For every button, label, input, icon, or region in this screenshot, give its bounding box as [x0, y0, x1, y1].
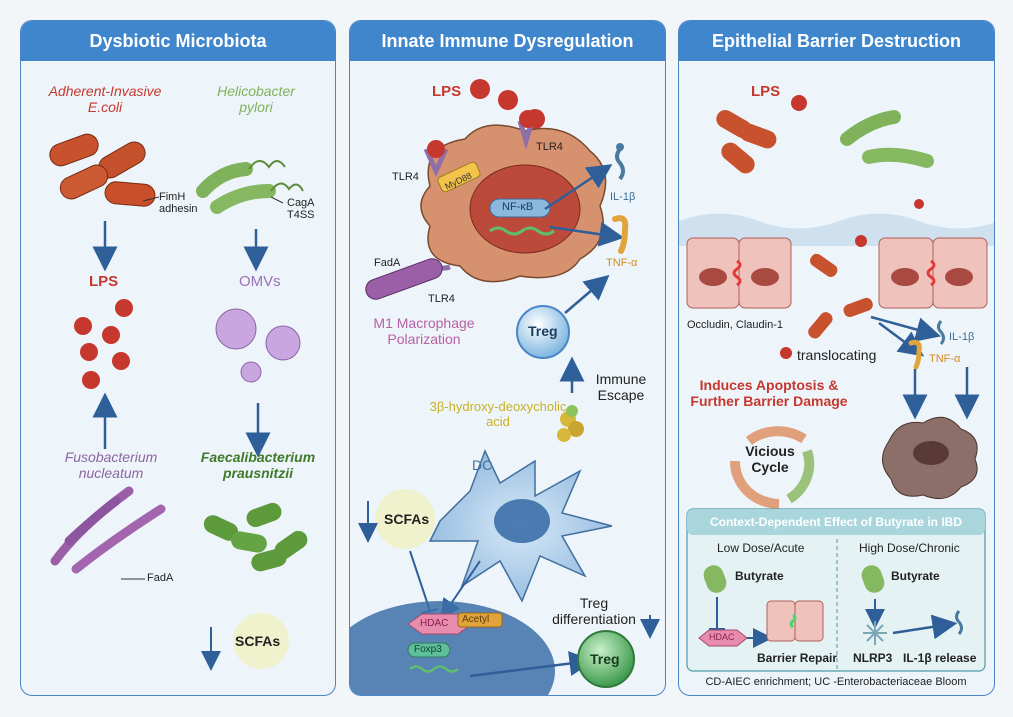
label-caga: CagA T4SS: [287, 197, 315, 221]
label-bile-acid: 3β-hydroxy-deoxycholic acid: [429, 399, 567, 429]
innate-graphics: [350, 79, 660, 695]
label-fada-innate: FadA: [374, 257, 401, 269]
label-lps-barrier: LPS: [751, 83, 781, 100]
label-lps: LPS: [89, 273, 119, 290]
label-treg-differentiation: Treg differentiation: [552, 595, 636, 627]
panel-title-innate: Innate Immune Dysregulation: [350, 21, 665, 61]
label-apoptosis: Induces Apoptosis & Further Barrier Dama…: [690, 377, 848, 409]
label-fusobacterium: Fusobacterium nucleatum: [64, 449, 158, 481]
label-tnfa: TNF-α: [606, 257, 638, 269]
label-omvs: OMVs: [239, 273, 281, 290]
hpylori-bacteria: [196, 160, 304, 214]
label-fimh: FimH adhesin: [159, 191, 198, 215]
label-m1-macrophage: M1 Macrophage Polarization: [373, 315, 475, 347]
label-treg-top: Treg: [528, 323, 558, 339]
label-hpylori: Helicobacter pylori: [217, 83, 295, 115]
label-barrier-repair: Barrier Repair: [757, 651, 838, 665]
bile-acid-molecule: [557, 405, 584, 442]
macrophage-cell: [420, 124, 607, 283]
panel-title-microbiota: Dysbiotic Microbiota: [21, 21, 335, 61]
tlr4-receptors: [423, 110, 537, 271]
label-dc: DC: [472, 457, 493, 473]
fada-bacterium: [365, 258, 443, 300]
label-hdac-inset: HDAC: [709, 632, 735, 642]
label-inset-title: Context-Dependent Effect of Butyrate in …: [709, 515, 962, 529]
panel-epithelial-barrier: Epithelial Barrier Destruction: [678, 20, 995, 696]
panel-dysbiotic-microbiota: Dysbiotic Microbiota: [20, 20, 336, 696]
label-butyrate-low: Butyrate: [735, 569, 784, 583]
barrier-graphics: [679, 95, 994, 672]
label-nlrp3: NLRP3: [853, 651, 893, 665]
lps-particles: [74, 299, 133, 389]
treg-cell-top: [516, 305, 570, 359]
label-immune-escape: Immune Escape: [595, 371, 647, 403]
label-footer: CD-AIEC enrichment; UC -Enterobacteriace…: [705, 676, 967, 688]
label-il1b: IL-1β: [610, 191, 636, 203]
label-hdac: HDAC: [420, 618, 449, 629]
label-faecalibacterium: Faecalibacterium prausnitzii: [200, 449, 316, 481]
label-low-dose: Low Dose/Acute: [717, 541, 805, 555]
panel-title-barrier: Epithelial Barrier Destruction: [679, 21, 994, 61]
ecoli-bacteria: [49, 133, 160, 207]
panel-innate-immune: Innate Immune Dysregulation: [349, 20, 666, 696]
vicious-cycle-arrows: [729, 426, 815, 509]
omv-vesicles: [215, 308, 301, 383]
microbiota-graphics: [49, 133, 308, 671]
label-tlr4-a: TLR4: [392, 171, 419, 183]
label-lps-innate: LPS: [432, 83, 462, 100]
nlrp3-complex: [863, 621, 887, 645]
label-foxp3: Foxp3: [414, 644, 442, 655]
scfa-glow: [233, 613, 289, 669]
faecalibacterium-bacteria: [203, 502, 308, 572]
label-tnfa-barrier: TNF-α: [929, 353, 961, 365]
label-tlr4-c: TLR4: [428, 293, 455, 305]
epithelial-cells: [686, 237, 988, 309]
label-vicious-cycle: Vicious Cycle: [745, 443, 795, 475]
label-butyrate-high: Butyrate: [891, 569, 940, 583]
fusobacterium-bacteria: [50, 486, 166, 580]
label-tlr4-b: TLR4: [536, 141, 563, 153]
label-treg-bottom: Treg: [590, 651, 620, 667]
label-translocating: translocating: [797, 347, 877, 363]
label-il1b-release: IL-1β release: [903, 651, 977, 665]
treg-cell-bottom: [577, 630, 635, 688]
label-il1b-barrier: IL-1β: [949, 331, 975, 343]
label-acetyl: Acetyl: [462, 614, 490, 625]
label-scfas-innate: SCFAs: [384, 511, 430, 527]
label-aiec: Adherent-Invasive E.coli: [48, 83, 162, 115]
label-high-dose: High Dose/Chronic: [859, 541, 960, 555]
label-nfkb: NF-κB: [502, 201, 534, 213]
label-fada: FadA: [147, 572, 174, 584]
label-occludin: Occludin, Claudin-1: [687, 319, 783, 331]
label-scfas: SCFAs: [235, 633, 281, 649]
